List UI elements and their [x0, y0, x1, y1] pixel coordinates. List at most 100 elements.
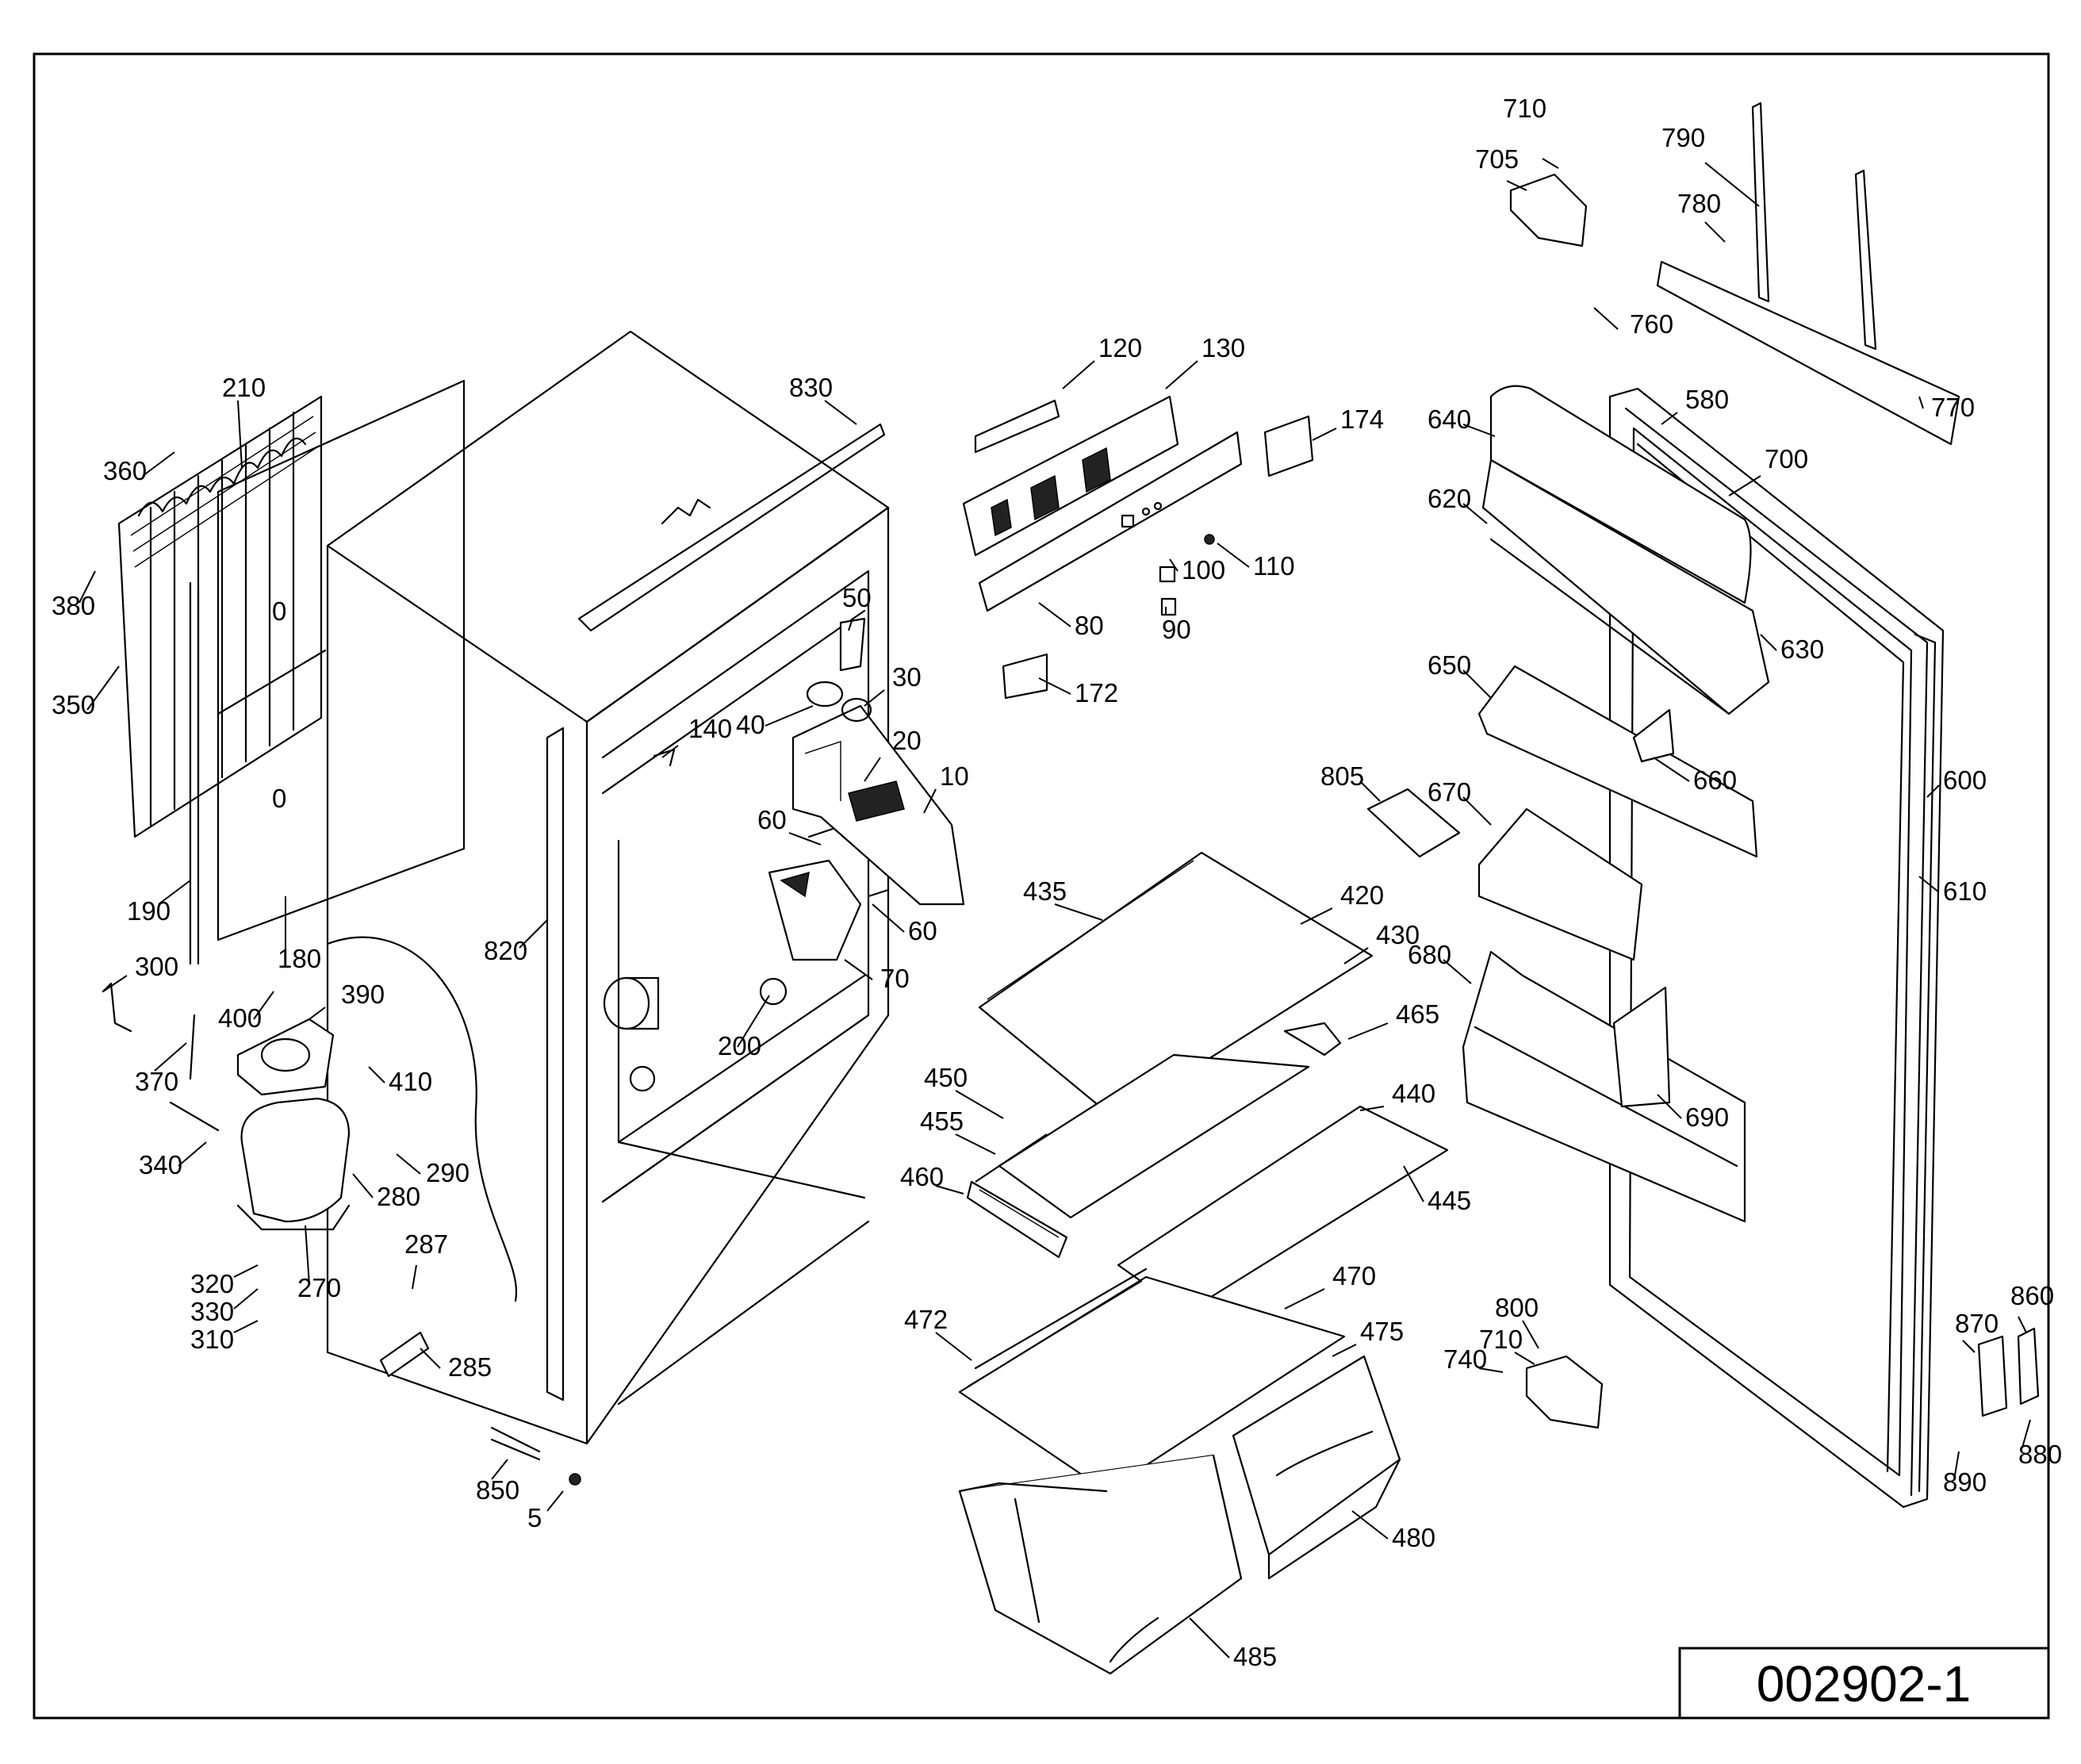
callout-leader-c10: [923, 788, 937, 814]
callout-label-c400: 400: [218, 1003, 262, 1033]
callout-label-c820: 820: [484, 936, 527, 965]
callout-leader-c700: [1728, 475, 1761, 497]
callout-label-c660: 660: [1693, 765, 1737, 795]
callout-label-c610: 610: [1943, 876, 1987, 906]
svg-text:0: 0: [272, 784, 286, 813]
callout-label-c287: 287: [404, 1229, 448, 1259]
callout-leader-c740: [1478, 1367, 1504, 1373]
callout-label-c710b: 710: [1479, 1325, 1523, 1354]
callout-leader-c710a: [1542, 158, 1559, 169]
callout-leader-c820: [519, 919, 548, 949]
callout-label-c470: 470: [1332, 1261, 1376, 1290]
callout-label-c390: 390: [341, 980, 385, 1009]
glass-shelves: [958, 851, 1449, 1493]
callout-leader-c710b: [1514, 1352, 1535, 1365]
callout-leader-c860: [2018, 1316, 2027, 1333]
callout-leader-c440: [1359, 1106, 1385, 1111]
callout-label-c830: 830: [789, 373, 833, 402]
callout-leader-c280: [352, 1173, 374, 1198]
callout-label-c710a: 710: [1503, 94, 1546, 123]
callout-label-c110: 110: [1253, 551, 1295, 581]
callout-leader-c310: [233, 1320, 259, 1333]
callout-leader-c870: [1962, 1340, 1976, 1353]
callout-label-c670: 670: [1428, 777, 1471, 807]
callout-label-c480: 480: [1392, 1523, 1435, 1552]
callout-label-c270: 270: [297, 1273, 341, 1302]
callout-leader-c410: [368, 1066, 385, 1083]
callout-leader-c430: [1343, 947, 1369, 964]
callout-label-c80: 80: [1075, 611, 1104, 640]
control-housing: [653, 617, 965, 1006]
callout-leader-c690: [1657, 1094, 1682, 1119]
callout-label-c130: 130: [1201, 333, 1245, 362]
callout-label-c445: 445: [1428, 1186, 1471, 1215]
callout-label-c705: 705: [1475, 144, 1519, 174]
drawing-number: 002902-1: [1757, 1655, 1971, 1712]
callout-label-c760: 760: [1630, 309, 1673, 339]
callout-label-c475: 475: [1360, 1317, 1404, 1346]
callout-label-c600: 600: [1943, 765, 1987, 795]
callout-leader-c320: [233, 1264, 259, 1278]
callout-leader-c445: [1403, 1165, 1424, 1202]
callout-label-c340: 340: [139, 1150, 182, 1179]
callout-label-c410: 410: [389, 1067, 432, 1096]
callout-label-c430: 430: [1376, 920, 1420, 949]
compressor-assembly: [102, 982, 581, 1486]
callout-leader-c580: [1661, 412, 1678, 425]
callout-label-c90: 90: [1162, 615, 1191, 644]
callout-label-c740: 740: [1443, 1344, 1487, 1374]
callout-label-c380: 380: [52, 591, 95, 620]
callout-leader-c60b: [872, 903, 905, 933]
callout-leader-c830: [824, 400, 857, 425]
callout-label-c190: 190: [127, 896, 171, 926]
callout-leader-c465: [1347, 1022, 1389, 1040]
callout-leader-c174: [1312, 428, 1337, 441]
callout-label-c472: 472: [904, 1305, 948, 1334]
callout-label-c630: 630: [1780, 635, 1824, 664]
crisper-drawers: [958, 1355, 1401, 1675]
callout-label-c172: 172: [1075, 678, 1118, 708]
callout-label-c360: 360: [103, 456, 147, 485]
callout-label-c690: 690: [1685, 1102, 1729, 1132]
callout-label-c285: 285: [448, 1352, 492, 1382]
callout-label-c5: 5: [527, 1503, 542, 1532]
callout-label-c805: 805: [1320, 761, 1364, 791]
callout-leader-c435: [1054, 903, 1103, 921]
callout-label-c435: 435: [1023, 876, 1067, 906]
callout-leader-c475: [1332, 1344, 1357, 1357]
callout-leader-c285: [420, 1348, 441, 1369]
callout-leader-c270: [305, 1225, 310, 1286]
callout-label-c650: 650: [1428, 650, 1471, 680]
callout-leader-c140: [661, 745, 679, 758]
callout-leader-c670: [1462, 796, 1492, 826]
callout-label-c210: 210: [222, 373, 266, 402]
callout-leader-c620: [1462, 503, 1488, 524]
callout-leader-c485: [1189, 1617, 1230, 1659]
callout-leader-c30: [864, 689, 885, 707]
callout-label-c60a: 60: [757, 805, 787, 834]
callout-leader-c100: [1169, 558, 1178, 572]
callout-leader-c210: [237, 400, 243, 469]
callout-leader-c760: [1593, 307, 1619, 330]
callout-label-c455: 455: [920, 1106, 964, 1136]
callout-leader-c455: [955, 1133, 996, 1155]
callout-label-c40: 40: [736, 710, 765, 739]
evaporator-cover-assembly: [962, 395, 1314, 700]
callout-label-c10: 10: [940, 761, 969, 791]
callout-leader-c300: [102, 975, 128, 992]
callout-leader-c360: [142, 451, 175, 477]
callout-label-c770: 770: [1931, 393, 1975, 422]
callout-label-c180: 180: [278, 944, 321, 973]
callout-label-c100: 100: [1182, 555, 1225, 585]
condenser-assembly: 0 0: [117, 379, 466, 965]
callout-leader-c5: [546, 1490, 564, 1512]
callout-label-c700: 700: [1765, 444, 1808, 474]
callout-leader-c805: [1359, 780, 1381, 802]
callout-label-c465: 465: [1396, 999, 1439, 1029]
callout-label-c870: 870: [1955, 1309, 1999, 1338]
callout-label-c780: 780: [1677, 189, 1721, 218]
callout-label-c290: 290: [426, 1158, 469, 1187]
callout-label-c580: 580: [1685, 385, 1729, 414]
